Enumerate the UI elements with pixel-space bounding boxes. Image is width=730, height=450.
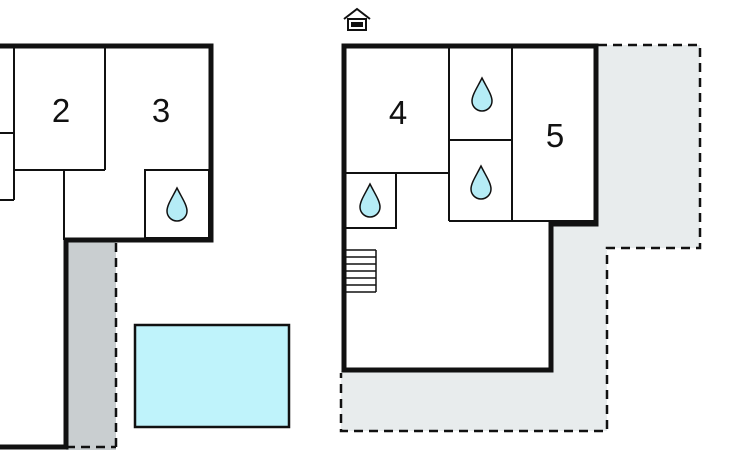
right-building: 4 5 xyxy=(339,43,702,433)
swimming-pool xyxy=(133,323,291,429)
left-building-outer-wall xyxy=(0,43,214,450)
bathroom-room-4 xyxy=(343,172,397,229)
stairs-icon xyxy=(346,249,377,293)
water-drop-icon xyxy=(471,76,493,112)
water-drop-icon xyxy=(359,182,381,218)
water-drop-icon xyxy=(166,186,188,222)
left-building-interior-walls xyxy=(0,46,210,240)
room-2-label: 2 xyxy=(52,92,70,129)
terrace-right-dashed-edge xyxy=(339,43,702,433)
room-3-label: 3 xyxy=(152,92,170,129)
room-4-label: 4 xyxy=(389,94,407,131)
room-5-label: 5 xyxy=(546,117,564,154)
terrace-left xyxy=(66,241,116,450)
terrace-right xyxy=(341,45,700,431)
right-building-outer-wall xyxy=(341,43,599,373)
water-drop-icon xyxy=(470,164,492,200)
left-building: 2 3 xyxy=(0,43,214,450)
bathroom-room-3 xyxy=(144,169,210,239)
house-icon xyxy=(343,7,371,31)
right-building-interior-walls xyxy=(343,46,596,229)
